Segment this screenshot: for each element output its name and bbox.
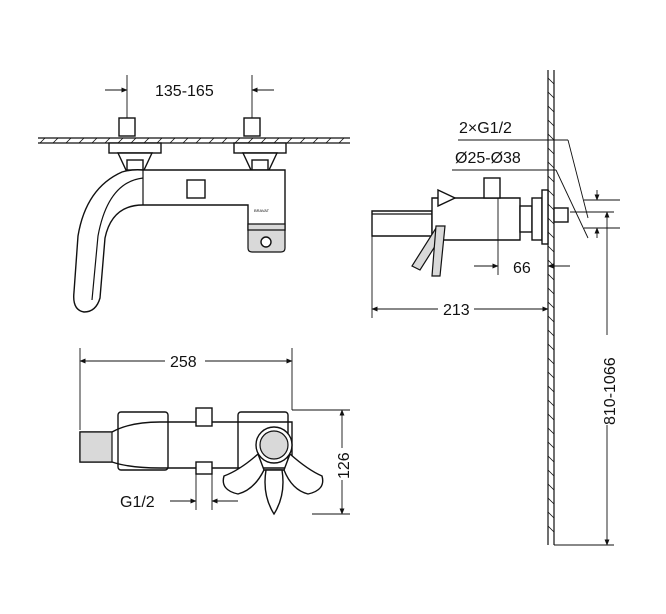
projection-label: 213 [443, 302, 470, 319]
side-view: 2×G1/2 Ø25-Ø38 66 [371, 70, 620, 546]
thread-label: G1/2 [120, 494, 155, 511]
dim-flange-diameter: Ø25-Ø38 [452, 150, 589, 239]
dim-thread: G1/2 [120, 474, 238, 511]
top-view: 258 126 G1/2 [79, 348, 353, 516]
dim-mounting-height: 810-1066 [554, 211, 619, 546]
lever-top [222, 452, 324, 516]
wall-surface-side [547, 70, 555, 545]
dim-projection: 213 [371, 236, 549, 319]
left-inlet-connector [108, 117, 162, 171]
faucet-body-front [73, 169, 286, 313]
inlet-spacing-label: 135-165 [155, 83, 214, 100]
wall-connector-side [519, 189, 569, 245]
handle-square [186, 179, 206, 199]
mounting-height-label: 810-1066 [602, 357, 619, 425]
dim-connector-size [584, 190, 620, 238]
spout-side [371, 210, 433, 237]
plate-left [117, 411, 169, 471]
dim-inlet-spacing: 135-165 [105, 75, 274, 118]
inlet-stub-top [195, 407, 213, 427]
spout-top [79, 431, 113, 463]
dim-inlet-threads: 2×G1/2 [458, 120, 589, 219]
flange-diameter-label: Ø25-Ø38 [455, 150, 521, 167]
dim-height: 126 [292, 409, 353, 515]
body-side [431, 197, 521, 241]
overall-length-label: 258 [170, 354, 197, 371]
height-label: 126 [336, 452, 353, 479]
wall-surface-front [38, 137, 350, 144]
brand-mark: BRAVAT [254, 208, 270, 213]
right-inlet-connector [233, 117, 287, 171]
inlet-threads-label: 2×G1/2 [459, 120, 512, 137]
lever-side-2 [431, 225, 446, 277]
dim-flange-depth: 66 [474, 198, 570, 277]
front-view: BRAVAT 135-165 [38, 75, 350, 313]
dim-overall-length: 258 [79, 348, 293, 430]
flange-depth-label: 66 [513, 260, 531, 277]
